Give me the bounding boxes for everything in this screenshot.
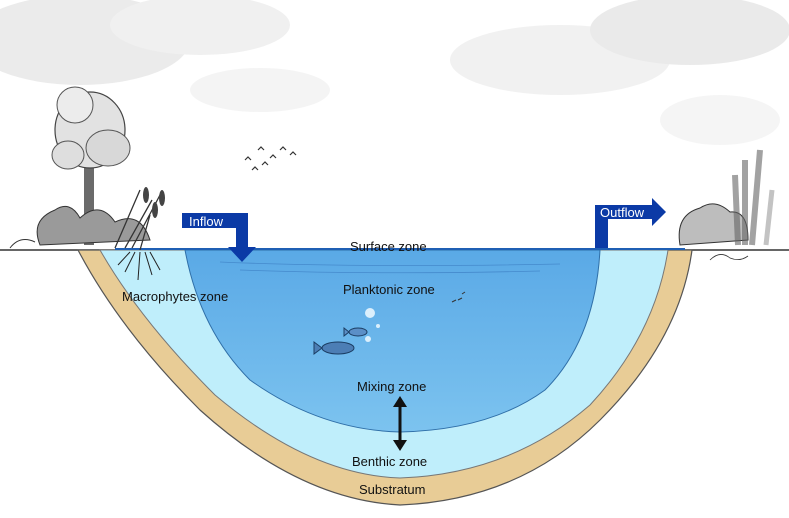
plankton-icon xyxy=(451,291,466,303)
sky-clouds xyxy=(0,0,789,145)
surface-zone-label: Surface zone xyxy=(350,239,427,254)
substratum-label: Substratum xyxy=(359,482,426,497)
benthic-zone-label: Benthic zone xyxy=(352,454,428,469)
outflow-arrow-icon[interactable] xyxy=(595,198,666,248)
macrophytes-icon xyxy=(117,251,161,281)
shrub-left-icon xyxy=(9,187,165,251)
outflow-label: Outflow xyxy=(600,205,645,220)
fish-icon xyxy=(313,326,368,355)
surface-ripples xyxy=(219,261,561,274)
shrub-right-icon xyxy=(678,149,775,246)
planktonic-zone-label: Planktonic zone xyxy=(343,282,435,297)
mixing-zone-label: Mixing zone xyxy=(357,379,427,394)
bubbles xyxy=(365,308,380,342)
birds-icon xyxy=(244,146,297,171)
inflow-arrow-icon[interactable] xyxy=(182,213,256,262)
mixing-double-arrow-icon xyxy=(393,396,407,451)
inflow-label: Inflow xyxy=(189,214,223,229)
macrophytes-zone-label: Macrophytes zone xyxy=(122,289,229,304)
signature xyxy=(709,254,749,261)
tree-left-icon xyxy=(51,86,131,245)
